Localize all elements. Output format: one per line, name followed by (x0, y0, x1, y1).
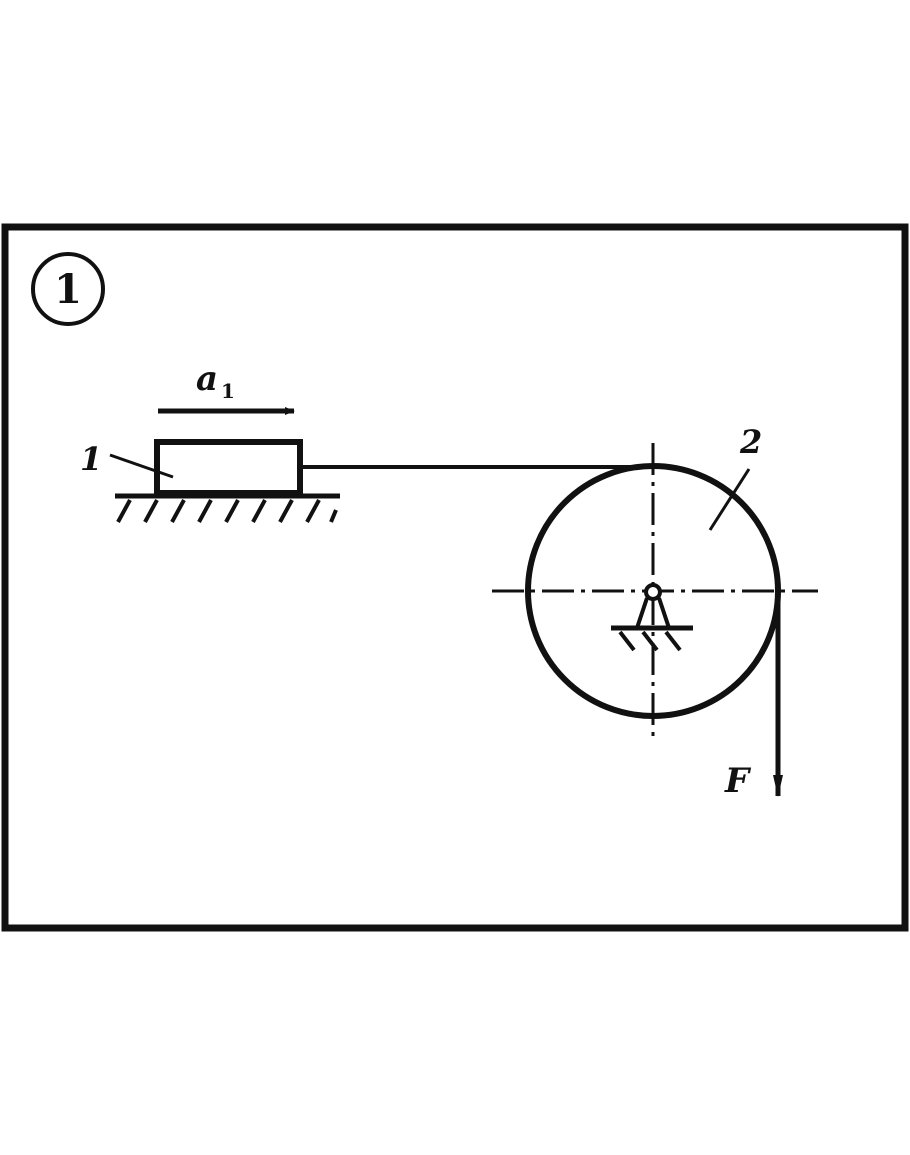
ground-support (115, 493, 340, 523)
block-1 (154, 439, 303, 496)
figure-frame (1, 223, 909, 932)
pulley-2-leader (708, 468, 751, 531)
block-1-leader (109, 453, 174, 479)
block-1-label: 1 (80, 440, 102, 478)
figure-number-badge: 1 (31, 252, 105, 326)
force-label: F (724, 761, 752, 801)
figure-number: 1 (54, 266, 82, 313)
pulley-2-label: 2 (739, 423, 762, 461)
pivot-support (611, 583, 693, 652)
